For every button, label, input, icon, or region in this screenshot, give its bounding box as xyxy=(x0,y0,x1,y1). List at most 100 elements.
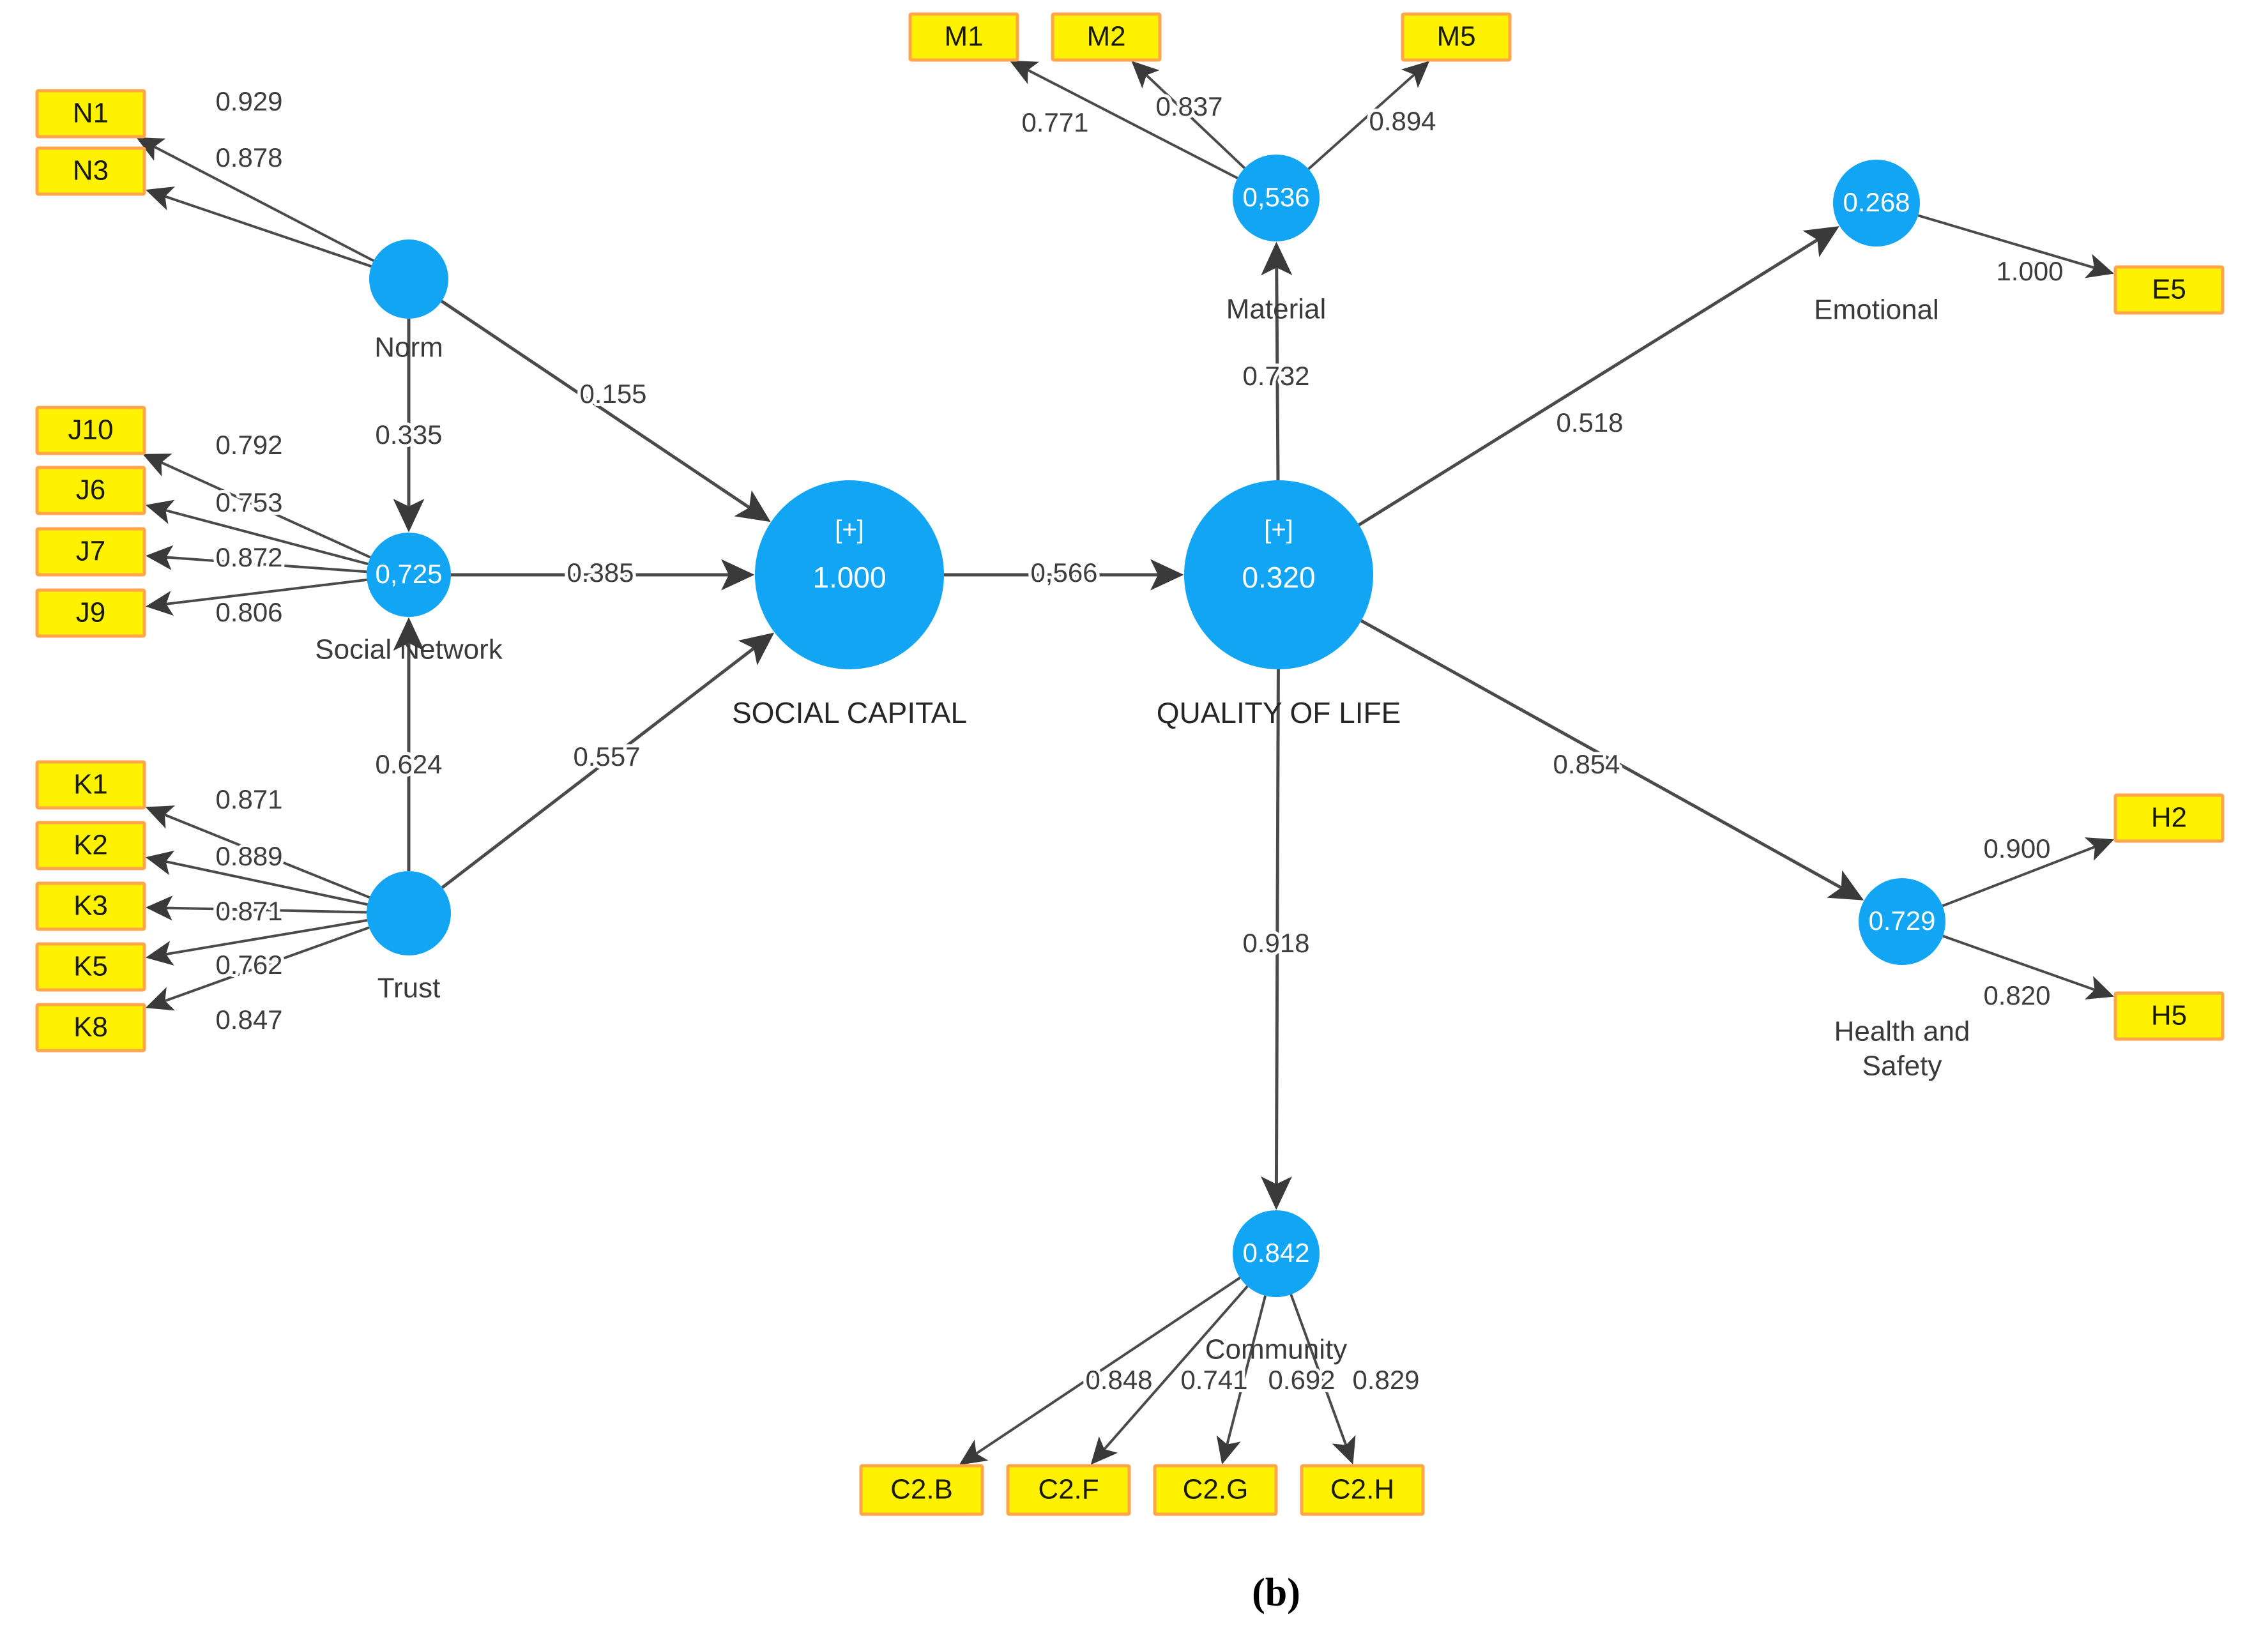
loading-value: 0.872 xyxy=(215,542,282,572)
indicator-label: N3 xyxy=(73,155,109,186)
indicator-box: J7 xyxy=(35,527,146,577)
loading-value-halo: 0.872 xyxy=(215,542,282,572)
indicator-label: M2 xyxy=(1086,21,1125,52)
indicator-label: N1 xyxy=(73,98,109,129)
indicator-label: C2.B xyxy=(890,1474,953,1505)
loading-value: 0.741 xyxy=(1180,1365,1247,1395)
path-arrow xyxy=(1917,214,2115,278)
path-arrow xyxy=(441,632,775,889)
latent-r2-value: 0.842 xyxy=(1242,1238,1309,1268)
loading-value: 0.900 xyxy=(1983,833,2050,863)
figure-caption: (b) xyxy=(1252,1571,1300,1615)
indicator-box: C2.G xyxy=(1153,1464,1278,1516)
loading-value: 0.871 xyxy=(215,784,282,814)
indicator-box: N3 xyxy=(35,146,146,196)
indicator-label: J7 xyxy=(76,536,105,567)
positive-indicator-marker: [+] xyxy=(835,516,864,544)
path-arrow xyxy=(145,895,367,921)
path-arrow xyxy=(145,499,369,566)
indicator-label: K8 xyxy=(73,1012,108,1043)
latent-r2-value: 0.268 xyxy=(1843,187,1910,217)
latent-name-label: Health and xyxy=(1834,1016,1970,1047)
path-arrow xyxy=(1261,241,1293,481)
loading-value-halo: 0.900 xyxy=(1983,833,2050,863)
loading-value-halo: 0.871 xyxy=(215,896,282,926)
latent-r2-value: 0,725 xyxy=(375,559,442,589)
indicator-box: M5 xyxy=(1401,12,1512,62)
latent-name-label: SOCIAL CAPITAL xyxy=(732,696,967,729)
latent-name-label: Trust xyxy=(377,973,441,1004)
path-coefficient-value: 0.335 xyxy=(375,420,442,450)
loading-value: 1.000 xyxy=(1996,256,2063,286)
indicator-box: K3 xyxy=(35,881,146,931)
path-coefficient-value-halo: 0.518 xyxy=(1556,407,1623,437)
loading-value-halo: 0.889 xyxy=(215,841,282,871)
indicator-label: J9 xyxy=(76,597,105,628)
indicator-box: K8 xyxy=(35,1003,146,1052)
path-arrow xyxy=(1358,226,1839,526)
latent-name-label: Safety xyxy=(1862,1051,1942,1082)
path-arrow xyxy=(959,1277,1241,1465)
loading-value-halo: 0.820 xyxy=(1983,980,2050,1010)
indicator-label: H5 xyxy=(2151,1000,2187,1031)
positive-indicator-marker: [+] xyxy=(1264,516,1293,544)
path-arrow xyxy=(145,919,368,966)
path-arrow xyxy=(145,545,367,574)
loading-value: 0.753 xyxy=(215,487,282,517)
path-arrow xyxy=(1307,61,1430,171)
loading-value-halo: 0.753 xyxy=(215,487,282,517)
latent-node-material: 0,536 xyxy=(1233,155,1320,241)
latent-node-health: 0.729 xyxy=(1859,878,1945,965)
path-arrow xyxy=(1009,60,1238,179)
path-arrow xyxy=(145,186,372,268)
indicator-label: E5 xyxy=(2152,274,2186,305)
indicator-label: J10 xyxy=(68,414,114,446)
indicator-box: C2.H xyxy=(1300,1464,1425,1516)
path-arrow xyxy=(145,805,370,899)
indicator-label: K2 xyxy=(73,830,108,861)
loading-value: 0.889 xyxy=(215,841,282,871)
latent-name-label: Social Network xyxy=(315,634,503,665)
path-coefficient-value: 0.624 xyxy=(375,749,442,779)
indicator-box: M1 xyxy=(908,12,1019,62)
path-arrow xyxy=(1260,669,1292,1210)
edge-layer xyxy=(135,60,2115,1465)
loading-value-halo: 0.762 xyxy=(215,950,282,980)
loading-value-halo: 0.692 xyxy=(1268,1365,1335,1395)
path-arrow xyxy=(1942,934,2115,1000)
path-coefficient-value: 0.557 xyxy=(573,741,640,771)
path-coefficient-value-halo: 0.155 xyxy=(579,379,646,409)
loading-value: 0.847 xyxy=(215,1005,282,1035)
path-coefficient-value-halo: 0.732 xyxy=(1242,361,1309,391)
indicator-box: N1 xyxy=(35,89,146,139)
loading-value-halo: 0.878 xyxy=(215,142,282,172)
path-coefficient-value: 0.732 xyxy=(1242,361,1309,391)
latent-name-label: QUALITY OF LIFE xyxy=(1157,696,1401,729)
indicator-box: K1 xyxy=(35,760,146,810)
path-arrow xyxy=(1090,1285,1249,1465)
latent-node-community: 0.842 xyxy=(1233,1210,1320,1297)
loading-value: 0.848 xyxy=(1085,1365,1152,1395)
path-coefficient-value-halo: 0.624 xyxy=(375,749,442,779)
latent-name-label: Norm xyxy=(374,332,443,363)
loading-value-halo: 0.929 xyxy=(215,86,282,116)
loading-value: 0.806 xyxy=(215,597,282,627)
path-coefficient-value-halo: 0.854 xyxy=(1553,749,1620,779)
indicator-box: K2 xyxy=(35,821,146,870)
indicator-box: C2.B xyxy=(859,1464,984,1516)
loading-value-halo: 0.894 xyxy=(1369,106,1436,136)
path-arrow xyxy=(441,300,771,522)
indicator-label: M1 xyxy=(944,21,983,52)
loading-value: 0.792 xyxy=(215,430,282,460)
indicator-box: K5 xyxy=(35,942,146,992)
indicator-box: J9 xyxy=(35,588,146,638)
loading-value-halo: 1.000 xyxy=(1996,256,2063,286)
latent-node-emotional: 0.268 xyxy=(1833,160,1920,247)
path-arrow xyxy=(145,850,368,906)
path-coefficient-value-halo: 0,566 xyxy=(1030,558,1097,588)
loading-value: 0.929 xyxy=(215,86,282,116)
latent-node-social_capital: [+]1.000 xyxy=(755,480,944,669)
path-arrow xyxy=(1360,619,1864,900)
